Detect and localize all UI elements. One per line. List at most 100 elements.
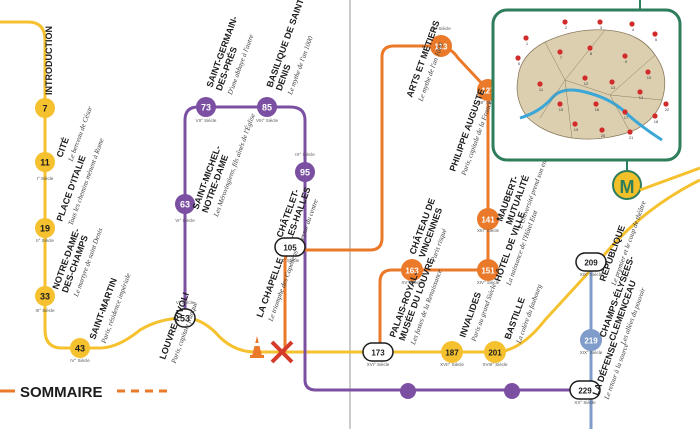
station-century: VI° Siècle	[175, 218, 195, 223]
station-number: 173	[371, 349, 385, 358]
map-pin-label: 20	[601, 133, 606, 138]
station-marker[interactable]	[441, 341, 463, 363]
map-pin-icon[interactable]: 11	[537, 81, 544, 92]
station-marker[interactable]	[257, 97, 277, 117]
station-marker[interactable]	[362, 342, 394, 362]
station-marker[interactable]	[295, 162, 315, 182]
station-century: V° Siècle	[176, 300, 195, 305]
map-pin-icon[interactable]: 2	[562, 19, 568, 30]
station-century: XIV° Siècle	[477, 280, 500, 285]
map-pin-label: 21	[629, 135, 634, 140]
map-pin-icon[interactable]: 16	[593, 101, 600, 112]
map-pin-icon[interactable]: 8	[587, 45, 593, 56]
station-marker[interactable]	[196, 97, 216, 117]
station-marker[interactable]	[477, 208, 499, 230]
map-pin-label: 18	[654, 119, 659, 124]
station-marker[interactable]	[70, 338, 90, 358]
metro-badge-icon: M	[612, 160, 642, 200]
map-pin-icon[interactable]: 6	[515, 55, 521, 66]
station-marker[interactable]	[477, 259, 499, 281]
map-pin-label: 12	[584, 81, 589, 86]
map-pin-label: 15	[559, 107, 564, 112]
map-pin-icon[interactable]: 17	[622, 109, 629, 120]
station-marker[interactable]	[274, 237, 306, 257]
station-century: XV° Siècle	[401, 280, 423, 285]
station-number: 127	[481, 87, 495, 96]
map-pin-icon[interactable]: 9	[622, 53, 628, 64]
map-pin-label: 2	[565, 25, 568, 30]
purple-line	[183, 105, 575, 392]
map-pin-icon[interactable]: 14	[637, 89, 644, 100]
station-marker[interactable]	[401, 259, 423, 281]
station-number: 11	[40, 158, 50, 168]
purple-marker-dot	[504, 383, 520, 399]
map-pin-icon[interactable]: 15	[557, 101, 564, 112]
station-century: XX° Siècle	[574, 400, 596, 405]
map-pin-icon[interactable]: 20	[599, 127, 606, 138]
map-pin-icon[interactable]: 21	[627, 129, 634, 140]
arrondissement-borders	[539, 29, 663, 139]
orange-line	[283, 44, 490, 352]
map-pin-icon[interactable]: 19	[572, 121, 579, 132]
seine-river	[519, 88, 663, 142]
map-pin-icon[interactable]: 18	[652, 113, 659, 124]
map-pin-icon[interactable]: 7	[557, 49, 563, 60]
station-marker[interactable]	[35, 152, 55, 172]
yellow-line	[0, 20, 602, 354]
station-label-group: INTRODUCTION	[44, 26, 54, 95]
station-century: IV° Siècle	[70, 358, 90, 363]
station-marker[interactable]	[484, 341, 506, 363]
map-pin-icon[interactable]: 12	[582, 75, 589, 86]
station-name: INTRODUCTION	[44, 26, 54, 95]
station-marker[interactable]	[35, 218, 55, 238]
station-century: X° Siècle	[281, 258, 300, 263]
station-number: 209	[584, 259, 598, 268]
station-century: XIX° Siècle	[580, 272, 603, 277]
map-pin-icon[interactable]: 10	[645, 69, 652, 80]
station-marker[interactable]	[575, 252, 607, 272]
station-marker[interactable]	[35, 286, 55, 306]
map-pin-icon[interactable]: 3	[597, 19, 603, 30]
station-century: XVI° Siècle	[367, 362, 390, 367]
station-century: XIII° Siècle	[477, 228, 500, 233]
map-pin-icon[interactable]: 4	[629, 21, 635, 32]
station-number: 151	[481, 267, 495, 276]
yellow-line-tail	[639, 166, 700, 192]
station-marker[interactable]	[430, 35, 452, 57]
station-marker[interactable]	[569, 380, 601, 400]
station-century: XIX° Siècle	[580, 350, 603, 355]
station-number: 73	[201, 103, 211, 113]
map-pin-label: 17	[624, 115, 629, 120]
map-pin-icon[interactable]: 5	[652, 31, 658, 42]
map-pin-icon[interactable]: 13	[609, 79, 616, 90]
station-number: 219	[584, 337, 598, 346]
map-pin-label: 11	[539, 87, 544, 92]
sommaire-link[interactable]: SOMMAIRE	[20, 384, 103, 401]
map-pin-icon[interactable]: 22	[663, 101, 670, 112]
station-marker[interactable]	[174, 308, 196, 328]
station-number: 53	[180, 314, 190, 324]
station-marker[interactable]	[580, 329, 602, 351]
station-marker[interactable]	[175, 194, 195, 214]
station-marker[interactable]	[35, 98, 55, 118]
map-pin-icon[interactable]: 1	[523, 35, 529, 46]
station-number: 187	[445, 349, 459, 358]
station-number: 229	[578, 387, 592, 396]
station-number: 85	[262, 103, 272, 113]
